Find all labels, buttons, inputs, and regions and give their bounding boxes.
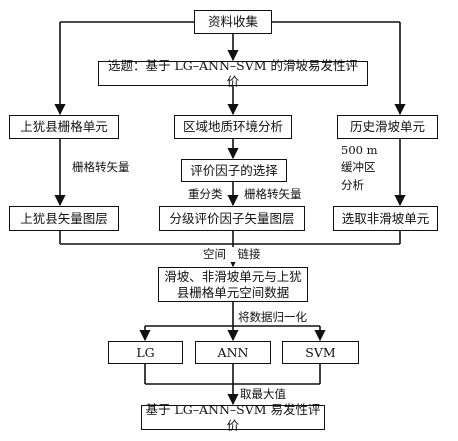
label-take-max: 取最大值 bbox=[240, 387, 286, 402]
spatial-data-line-2: 县栅格单元空间数据 bbox=[176, 284, 290, 300]
node-geo-analysis: 区域地质环境分析 bbox=[174, 115, 292, 139]
label-reclassify: 重分类 bbox=[188, 187, 223, 202]
node-graded-factors: 分级评价因子矢量图层 bbox=[159, 206, 305, 231]
node-history-units: 历史滑坡单元 bbox=[337, 115, 438, 139]
node-grid-units: 上犹县栅格单元 bbox=[9, 115, 119, 139]
node-factor-select: 评价因子的选择 bbox=[181, 159, 287, 182]
node-vector-layer: 上犹县矢量图层 bbox=[9, 206, 119, 231]
node-data-collection: 资料收集 bbox=[194, 10, 272, 34]
node-spatial-data: 滑坡、非滑坡单元与上犹 县栅格单元空间数据 bbox=[158, 267, 308, 302]
label-raster-to-vector-mid: 栅格转矢量 bbox=[244, 187, 302, 202]
label-raster-to-vector-left: 栅格转矢量 bbox=[72, 160, 130, 175]
node-ann: ANN bbox=[195, 341, 271, 364]
label-spatial-link: 空间 链接 bbox=[203, 247, 261, 262]
spatial-data-line-1: 滑坡、非滑坡单元与上犹 bbox=[164, 268, 302, 284]
node-non-landslide: 选取非滑坡单元 bbox=[333, 206, 438, 231]
buffer-line-2: 缓冲区 bbox=[341, 160, 376, 175]
node-svm: SVM bbox=[282, 341, 359, 364]
label-normalize: 将数据归一化 bbox=[238, 310, 307, 325]
node-final: 基于 LG–ANN–SVM 易发性评价 bbox=[141, 402, 325, 433]
node-lg: LG bbox=[108, 341, 183, 364]
label-buffer-analysis: 500 m 缓冲区 分析 bbox=[341, 142, 378, 194]
node-topic: 选题：基于 LG–ANN–SVM 的滑坡易发性评价 bbox=[98, 58, 368, 89]
buffer-line-3: 分析 bbox=[341, 177, 364, 192]
buffer-line-1: 500 m bbox=[341, 143, 378, 157]
